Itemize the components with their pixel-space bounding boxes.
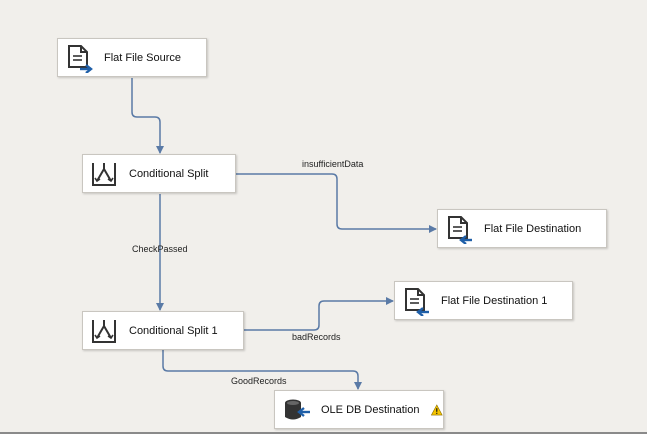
flat-file-destination-node[interactable]: Flat File Destination (437, 209, 607, 248)
path-label-check-passed[interactable]: CheckPassed (132, 244, 188, 254)
warning-icon[interactable] (431, 402, 443, 418)
flat-file-source-node[interactable]: Flat File Source (57, 38, 207, 77)
flat-file-source-icon (68, 44, 93, 73)
connector-good-records[interactable] (162, 350, 362, 390)
canvas-bottom-border (0, 432, 647, 434)
flat-file-destination-icon (448, 215, 472, 244)
flat-file-source-label: Flat File Source (104, 51, 182, 64)
connector-source-to-split[interactable] (131, 78, 164, 154)
conditional-split-icon (92, 319, 116, 343)
conditional-split-icon (92, 162, 116, 186)
flat-file-destination-1-node[interactable]: Flat File Destination 1 (394, 281, 573, 320)
flat-file-destination-label: Flat File Destination (484, 222, 582, 235)
path-label-bad-records[interactable]: badRecords (292, 332, 341, 342)
connector-insufficient-data[interactable] (236, 173, 437, 233)
ole-db-destination-label: OLE DB Destination (321, 403, 420, 416)
conditional-split-node[interactable]: Conditional Split (82, 154, 236, 193)
conditional-split-1-label: Conditional Split 1 (129, 324, 218, 337)
connector-bad-records[interactable] (244, 297, 394, 331)
ole-db-destination-node[interactable]: OLE DB Destination (274, 390, 444, 429)
ole-db-destination-icon (285, 399, 310, 419)
conditional-split-1-node[interactable]: Conditional Split 1 (82, 311, 244, 350)
conditional-split-label: Conditional Split (129, 167, 209, 180)
path-label-insufficient-data[interactable]: insufficientData (302, 159, 364, 169)
flat-file-destination-icon (405, 287, 429, 316)
path-label-good-records[interactable]: GoodRecords (231, 376, 287, 386)
flat-file-destination-1-label: Flat File Destination 1 (441, 294, 548, 307)
